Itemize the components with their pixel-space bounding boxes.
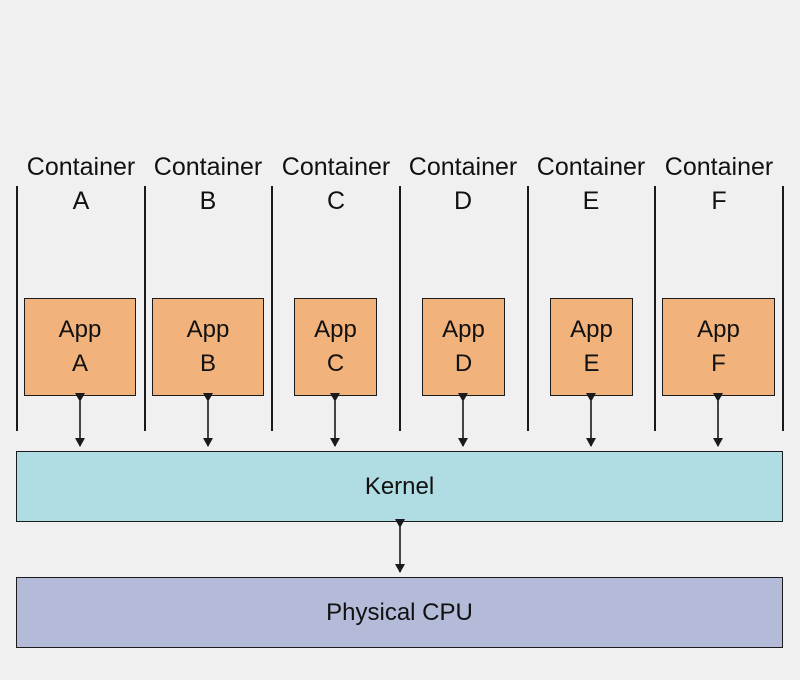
- app-box-label: App: [442, 316, 485, 343]
- app-box-letter: D: [454, 350, 473, 377]
- kernel-label: Kernel: [364, 472, 435, 500]
- app-box-d: App D: [422, 298, 505, 396]
- app-box-label: App: [58, 316, 102, 343]
- container-divider-1: [16, 186, 18, 431]
- container-divider-7: [782, 186, 784, 431]
- app-box-c: App C: [294, 298, 377, 396]
- app-box-label: App: [570, 316, 613, 343]
- container-divider-3: [271, 186, 273, 431]
- physical-cpu-layer: Physical CPU: [16, 577, 783, 648]
- physical-cpu-label: Physical CPU: [326, 598, 473, 626]
- container-divider-4: [399, 186, 401, 431]
- app-box-letter: A: [71, 350, 88, 377]
- container-label-e: Container E: [536, 153, 646, 215]
- container-divider-2: [144, 186, 146, 431]
- app-box-e: App E: [550, 298, 633, 396]
- app-box-b: App B: [152, 298, 264, 396]
- container-divider-5: [527, 186, 529, 431]
- container-label-d: Container D: [408, 153, 518, 215]
- app-box-letter: E: [583, 350, 600, 377]
- container-label-f: Container F: [664, 153, 774, 215]
- app-box-f: App F: [662, 298, 775, 396]
- kernel-layer: Kernel: [16, 451, 783, 522]
- app-box-letter: F: [711, 350, 726, 377]
- container-label-a: Container A: [26, 153, 136, 215]
- app-box-letter: B: [199, 350, 216, 377]
- container-label-b: Container B: [153, 153, 263, 215]
- app-box-a: App A: [24, 298, 136, 396]
- app-box-letter: C: [326, 350, 345, 377]
- container-label-c: Container C: [281, 153, 391, 215]
- app-box-label: App: [186, 316, 230, 343]
- container-divider-6: [654, 186, 656, 431]
- app-box-label: App: [314, 316, 357, 343]
- app-box-label: App: [697, 316, 740, 343]
